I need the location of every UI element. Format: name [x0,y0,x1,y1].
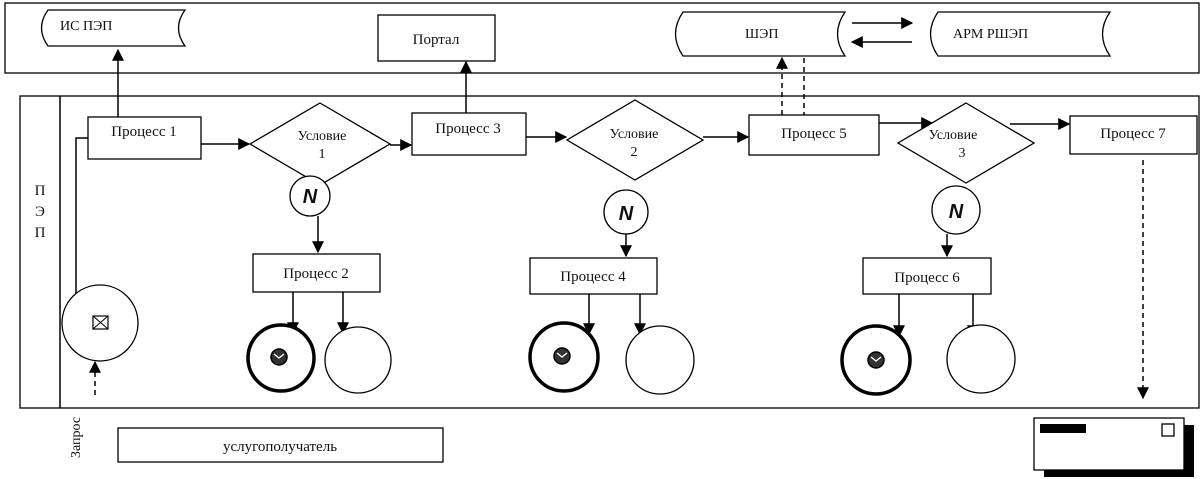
condition-2-label: Условие [610,127,659,142]
process-4: Процесс 4 [529,257,658,295]
condition-3-number: 3 [959,146,966,161]
process-5-label: Процесс 5 [781,126,846,142]
process-6: Процесс 6 [862,257,992,295]
is-pep-label: ИС ПЭП [60,19,112,34]
process-1-label: Процесс 1 [111,124,176,140]
end-message-event-1 [246,323,316,393]
condition-3-label: Условие [929,128,978,143]
condition-2-number: 2 [631,145,638,160]
is-pep-storage: ИС ПЭП [40,9,187,47]
n-node-1: N [289,175,331,217]
process-2: Процесс 2 [252,253,381,293]
recipient-label: услугополучатель [223,439,337,455]
end-event-3 [946,324,1016,394]
process-3-label: Процесс 3 [435,121,500,137]
lane-label-1: П [35,183,46,199]
shep-storage: ШЭП [674,11,847,57]
n-label-3: N [949,201,964,223]
request-label: Запрос [69,417,84,458]
condition-2: Условие 2 [565,99,705,181]
process-5: Процесс 5 [748,114,880,156]
lane-label-3: П [35,225,46,241]
start-message-event [61,284,139,362]
shep-label: ШЭП [745,27,778,42]
process-2-label: Процесс 2 [283,266,348,282]
process-4-label: Процесс 4 [560,269,626,285]
end-message-event-2 [528,321,600,393]
process-7-label: Процесс 7 [1100,126,1166,142]
process-1: Процесс 1 [87,116,202,160]
lane-label-2: Э [35,204,45,220]
process-3: Процесс 3 [411,112,527,156]
n-label-1: N [303,186,318,208]
process-6-label: Процесс 6 [894,270,960,286]
end-message-event-3 [840,324,912,396]
process-7: Процесс 7 [1069,115,1198,155]
condition-1-number: 1 [319,147,326,162]
arm-rshep-label: АРМ РШЭП [953,27,1028,42]
recipient-box: услугополучатель [117,427,444,463]
n-node-2: N [603,189,649,235]
portal-label: Портал [413,32,460,48]
condition-1-label: Условие [298,129,347,144]
portal-box: Портал [377,14,496,62]
n-label-2: N [619,203,634,225]
end-event-1 [324,326,392,394]
output-document-icon [1033,417,1194,477]
arm-rshep-storage: АРМ РШЭП [929,11,1112,57]
n-node-3: N [931,185,981,235]
end-event-2 [625,325,695,395]
start-to-p1-line [75,137,88,308]
